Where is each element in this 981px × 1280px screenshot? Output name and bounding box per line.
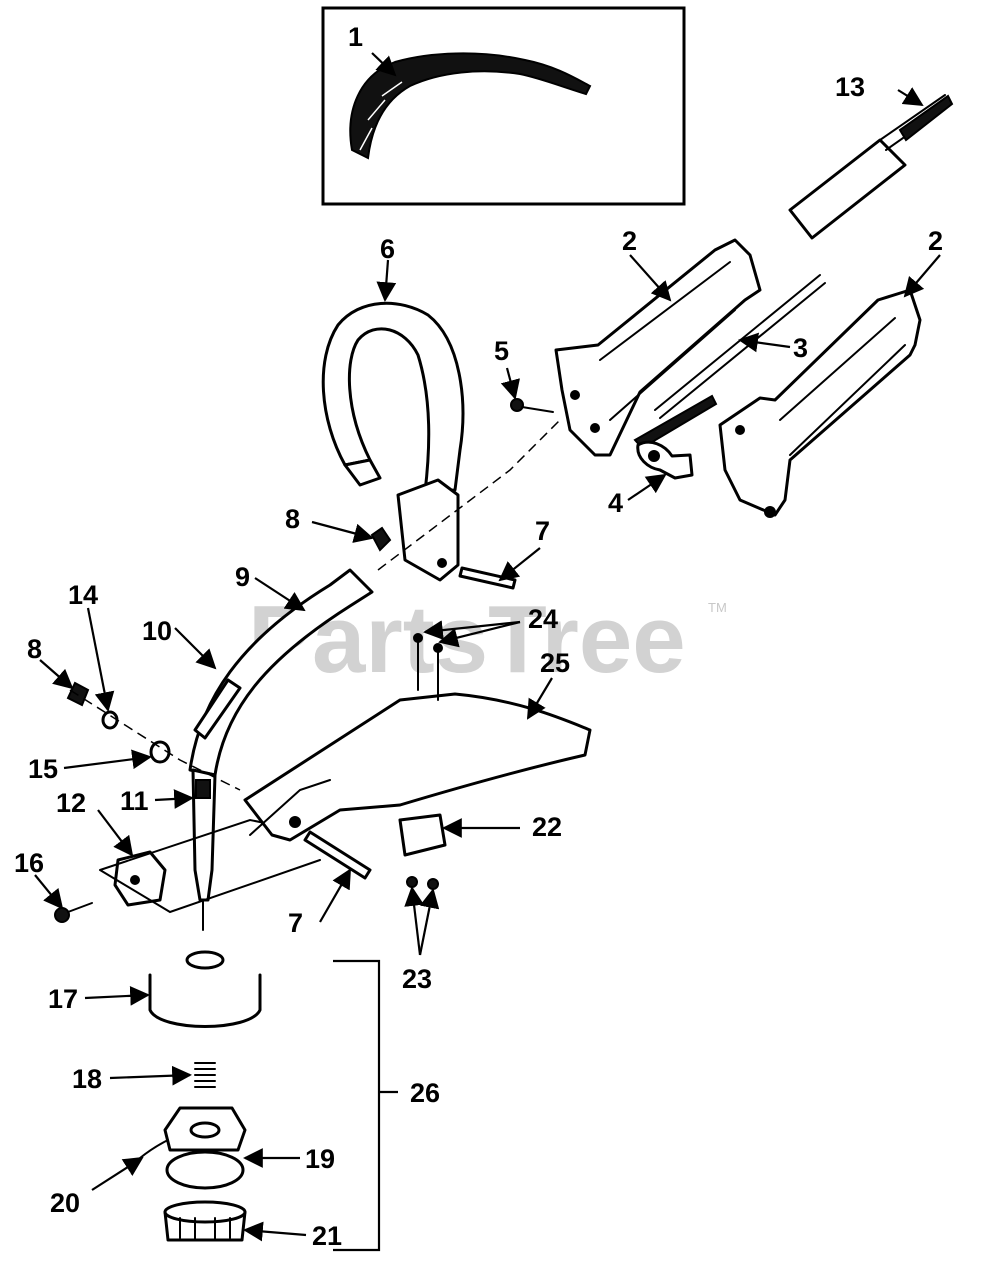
callout-11: 11 — [120, 786, 149, 816]
part-7-bolt-upper — [458, 566, 517, 590]
callout-10: 10 — [142, 616, 172, 646]
part-2-housing-upper — [554, 238, 762, 457]
callout-18: 18 — [72, 1064, 102, 1094]
part-18-spring — [194, 1062, 216, 1088]
part-16-bolt — [54, 902, 93, 923]
callout-labels: 1 2 2 3 4 5 6 7 7 8 8 9 10 11 12 13 14 1… — [14, 22, 943, 1251]
callout-15: 15 — [28, 754, 58, 784]
part-2-housing-lower — [718, 288, 922, 518]
callout-24: 24 — [528, 604, 558, 634]
callout-23: 23 — [402, 964, 432, 994]
callout-13: 13 — [835, 72, 865, 102]
callout-25: 25 — [540, 648, 570, 678]
part-5-screw — [510, 398, 554, 413]
callout-16: 16 — [14, 848, 44, 878]
leaders — [34, 52, 941, 1242]
callout-20: 20 — [50, 1188, 80, 1218]
part-10-sleeve — [193, 678, 242, 740]
part-23-nuts — [406, 876, 439, 890]
callout-12: 12 — [56, 788, 86, 818]
part-17-spool-housing — [148, 950, 262, 1028]
callout-4: 4 — [608, 488, 623, 518]
callout-6: 6 — [380, 234, 395, 264]
part-9-shaft-housing — [188, 419, 561, 777]
part-1-inset — [321, 6, 686, 206]
callout-26: 26 — [410, 1078, 440, 1108]
callout-8b: 8 — [27, 634, 42, 664]
part-7-bolt-lower — [303, 830, 372, 880]
callout-14: 14 — [68, 580, 98, 610]
part-12-bracket — [113, 850, 167, 907]
part-6-handle — [321, 301, 465, 582]
callout-22: 22 — [532, 812, 562, 842]
part-14-washer — [101, 710, 119, 730]
part-13-drive-shaft — [788, 94, 954, 240]
callout-2b: 2 — [928, 226, 943, 256]
callout-17: 17 — [48, 984, 78, 1014]
part-20-line — [139, 1139, 169, 1159]
callout-1: 1 — [348, 22, 363, 52]
callout-9: 9 — [235, 562, 250, 592]
part-25-guard — [243, 692, 592, 842]
part-21-knob — [163, 1200, 247, 1242]
callout-2a: 2 — [622, 226, 637, 256]
bracket-26 — [333, 959, 381, 1252]
part-8-wing-nut-upper — [370, 526, 392, 552]
callout-3: 3 — [793, 333, 808, 363]
callout-5: 5 — [494, 336, 509, 366]
washer-axis — [69, 689, 241, 791]
part-22-block — [398, 813, 447, 857]
watermark-trademark: TM — [708, 600, 727, 615]
callout-19: 19 — [305, 1144, 335, 1174]
callout-21: 21 — [312, 1221, 342, 1251]
callout-7b: 7 — [288, 908, 303, 938]
callout-7a: 7 — [535, 516, 550, 546]
part-4-trigger — [633, 394, 718, 480]
part-19-spool — [163, 1106, 247, 1190]
callout-8a: 8 — [285, 504, 300, 534]
part-11-lower-tube — [191, 768, 217, 931]
